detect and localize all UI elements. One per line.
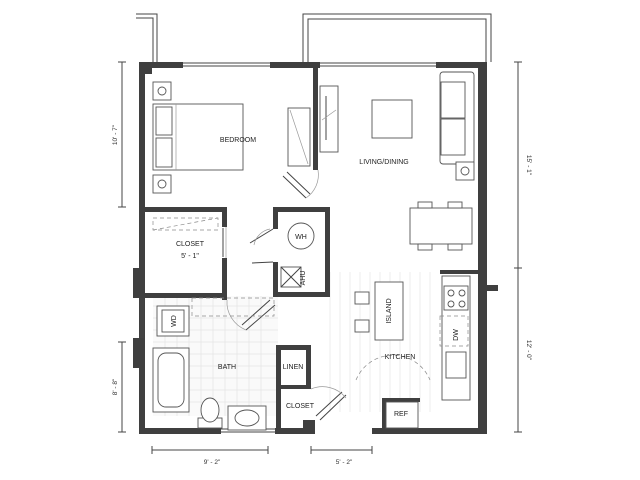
tv-console <box>319 85 339 153</box>
dim-right-lower: 12' - 0" <box>525 340 532 361</box>
label-closet-1-dim: 5' - 1" <box>181 253 199 260</box>
label-wh: WH <box>295 234 307 241</box>
exterior-walls <box>133 62 498 434</box>
closet-1 <box>152 217 219 231</box>
label-bath: BATH <box>218 364 236 371</box>
sink <box>445 351 467 379</box>
kitchen-fixtures <box>354 275 471 429</box>
label-bedroom: BEDROOM <box>220 137 256 144</box>
fridge <box>385 401 419 429</box>
water-heater <box>287 222 315 250</box>
label-wd: WD <box>171 315 178 327</box>
dim-right-upper: 15' - 1" <box>525 155 532 176</box>
label-island: ISLAND <box>386 298 393 323</box>
dim-left-lower: 8' - 8" <box>112 378 119 395</box>
doors <box>222 169 347 421</box>
bedroom-furniture <box>152 81 311 194</box>
island <box>374 281 404 341</box>
dim-left-upper: 10' - 7" <box>112 124 119 145</box>
label-ahu: AHU <box>300 271 307 286</box>
mechanical-closet <box>280 222 315 288</box>
dimension-lines <box>118 61 522 454</box>
interior-walls <box>145 66 478 432</box>
dim-bottom-left: 9' - 2" <box>204 459 221 466</box>
label-ref: REF <box>394 411 408 418</box>
label-kitchen: KITCHEN <box>385 354 416 361</box>
bath-fixtures <box>152 297 275 431</box>
balcony-left <box>136 13 158 62</box>
label-dw: DW <box>453 329 460 341</box>
kitchen-floor-lines <box>329 272 431 412</box>
label-closet-1: CLOSET <box>176 241 205 248</box>
label-closet-2: CLOSET <box>286 403 315 410</box>
balcony-right <box>302 13 492 62</box>
dim-bottom-right: 5' - 2" <box>336 459 353 466</box>
label-living-dining: LIVING/DINING <box>359 159 408 166</box>
toilet <box>200 397 220 423</box>
dining-table <box>409 207 473 245</box>
living-furniture <box>319 71 475 251</box>
coffee-table <box>371 99 413 139</box>
label-linen: LINEN <box>283 364 304 371</box>
